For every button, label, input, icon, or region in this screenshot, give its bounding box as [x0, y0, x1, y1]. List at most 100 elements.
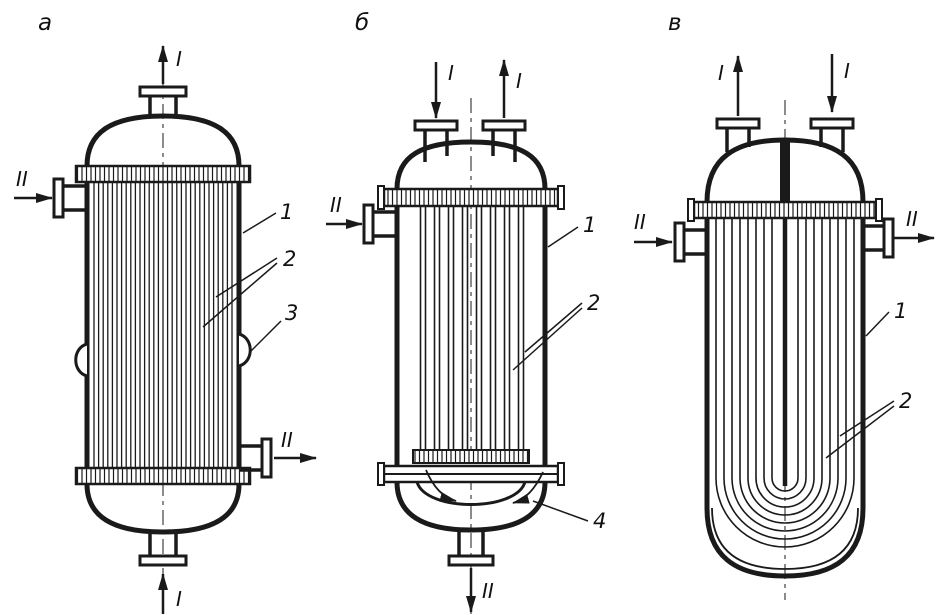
leader-line [532, 500, 589, 522]
left-nozzle-flange [362, 203, 375, 245]
callout-floating-head: 4 [532, 500, 606, 533]
flow-arrow-bottom-out: II [466, 568, 494, 613]
top-right-nozzle-flange [481, 119, 527, 132]
leader-line [512, 307, 583, 371]
left-nozzle-pipe [63, 184, 87, 212]
compensator-left [74, 342, 88, 378]
part-number: 2 [899, 389, 912, 413]
bottom-dome [394, 481, 548, 533]
flow-label: II [634, 210, 646, 234]
flow-arrow-side-in: II [326, 193, 363, 229]
panel-v-letter: в [668, 10, 682, 36]
compensator-right [238, 332, 252, 368]
part-number: 1 [894, 299, 907, 323]
bottom-nozzle-pipe [148, 530, 178, 556]
leader-line [250, 320, 282, 352]
top-nozzle-flange [138, 85, 188, 98]
part-number: 4 [593, 509, 606, 533]
head-partition [780, 142, 790, 203]
flow-arrow-top-out: I [499, 59, 522, 118]
top-left-nozzle-pipe [423, 130, 449, 162]
bottom-head-outer [704, 507, 866, 579]
leader-line [215, 257, 278, 298]
right-nozzle-pipe [863, 224, 886, 252]
flange-tab [377, 462, 385, 486]
flow-arrow-side-out: II [274, 428, 317, 463]
top-right-nozzle-flange [809, 117, 855, 130]
part-number: 2 [283, 247, 296, 271]
panel-v: в I I II II [634, 10, 935, 600]
leader-line [242, 212, 277, 234]
leader-line [547, 226, 579, 248]
top-dome [84, 113, 242, 167]
flange-tab [875, 198, 883, 222]
leader-line [825, 405, 895, 459]
left-nozzle-flange [673, 221, 686, 263]
top-nozzle-pipe [148, 96, 178, 118]
panel-a: а I I II II [14, 10, 317, 614]
flow-label: I [448, 61, 454, 85]
flow-arrow-bottom-in: I [158, 573, 182, 614]
part-number: 1 [280, 200, 293, 224]
top-left-nozzle-pipe [725, 128, 751, 152]
callout-tubes: 2 [202, 247, 296, 328]
shell-walls [394, 206, 548, 466]
panel-b-letter: б [355, 10, 369, 36]
flow-arrow-top-out: I [158, 45, 182, 84]
bottom-dome [84, 483, 242, 535]
flow-turn-arrow-left [425, 469, 457, 502]
shell-walls [84, 182, 242, 468]
top-left-nozzle-flange [715, 117, 761, 130]
right-nozzle-flange [260, 437, 273, 479]
floating-tubesheet [412, 449, 530, 464]
flange-tab [557, 462, 565, 486]
flow-arrow-top-in: I [431, 61, 454, 119]
top-tubesheet-band [74, 164, 252, 184]
right-nozzle-flange [882, 217, 895, 259]
callout-tubes: 2 [825, 389, 912, 459]
flow-arrow-top-out: I [718, 55, 743, 116]
tubesheet-band [692, 200, 878, 220]
callout-shell: 1 [547, 213, 596, 248]
flow-arrow-side-in: II [14, 167, 53, 203]
flow-label: II [330, 193, 342, 217]
leader-line [524, 302, 583, 353]
flow-turn-arrow-right [512, 471, 544, 504]
left-nozzle-pipe [684, 228, 707, 256]
panel-b: б I I II [326, 10, 606, 614]
leader-line [865, 311, 890, 337]
top-right-nozzle-pipe [491, 130, 517, 162]
flow-arrow-top-in: I [827, 54, 850, 113]
part-number: 2 [587, 291, 600, 315]
flow-label: I [176, 47, 182, 71]
flow-label: I [844, 59, 850, 83]
flow-arrow-side-in: II [634, 210, 673, 247]
leader-line [839, 400, 895, 437]
callout-shell: 1 [242, 200, 293, 234]
left-nozzle-flange [52, 177, 65, 219]
top-right-nozzle-pipe [819, 128, 845, 152]
callout-compensator: 3 [250, 301, 298, 352]
bottom-nozzle-flange [138, 554, 188, 567]
flow-arrow-side-out: II [894, 207, 935, 243]
bottom-tubesheet-band [74, 466, 252, 486]
part-number: 1 [583, 213, 596, 237]
flow-label: II [281, 428, 293, 452]
top-dome [394, 139, 548, 190]
flow-label: I [516, 69, 522, 93]
callout-tubes: 2 [512, 291, 600, 371]
bottom-nozzle-pipe [457, 530, 485, 556]
top-left-nozzle-flange [413, 119, 459, 132]
right-nozzle-pipe [239, 444, 263, 472]
flange-tab [377, 185, 385, 210]
flange-tab [557, 185, 565, 210]
shell-walls [704, 218, 866, 508]
part-number: 3 [285, 301, 298, 325]
flow-label: II [482, 579, 494, 603]
callout-shell: 1 [865, 299, 907, 337]
floating-head-bowl [415, 481, 527, 506]
leader-line [202, 262, 278, 328]
flow-label: II [906, 207, 918, 231]
